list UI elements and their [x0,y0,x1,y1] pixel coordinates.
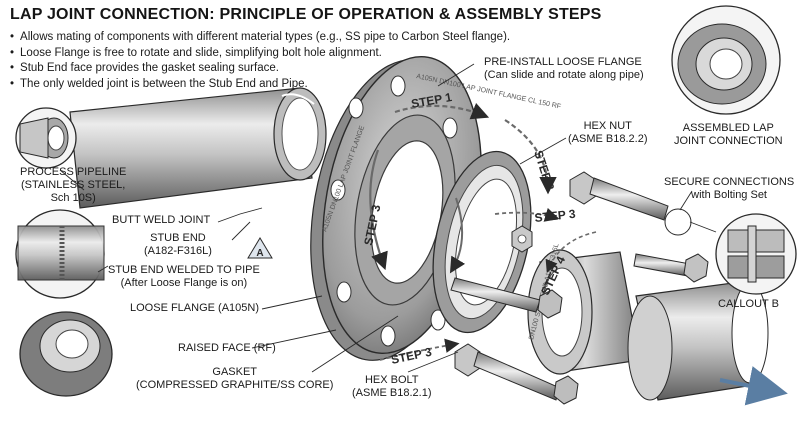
hex-nut-side [633,253,709,283]
step3c-arrow [379,338,460,361]
label-hex-nut: HEX NUT (ASME B18.2.2) [568,120,648,145]
label-hex-bolt: HEX BOLT (ASME B18.2.1) [352,374,432,399]
label-loose-flange: LOOSE FLANGE (A105N) [130,302,259,314]
right-pipe [627,281,788,406]
stub-end: DN100 STUB END A182-F316L [527,243,641,375]
detail-pipe-end [15,107,77,169]
callout-a-letter: A [256,248,263,259]
label-pre-install: PRE-INSTALL LOOSE FLANGE (Can slide and … [484,56,644,81]
page-title: LAP JOINT CONNECTION: PRINCIPLE OF OPERA… [10,6,602,23]
label-stub-welded: STUB END WELDED TO PIPE (After Loose Fla… [108,264,260,289]
label-gasket: GASKET (COMPRESSED GRAPHITE/SS CORE) [136,366,334,391]
callout-a-marker: A [247,237,273,259]
hex-bolt-lower [454,343,579,405]
gasket-rotate-arrow [449,197,466,274]
step3-rotate-arrow [369,149,388,271]
step3-label-b: STEP 3 [534,207,577,225]
label-raised-face: RAISED FACE (RF) [178,342,276,354]
hex-nut-top [511,225,533,253]
label-butt-weld: BUTT WELD JOINT [112,214,211,226]
callout-b-ring [664,208,692,236]
detail-stub-flange [19,311,113,397]
bullet-item: Stub End face provides the gasket sealin… [10,61,510,77]
detail-assembled [671,5,781,115]
label-callout-b: CALLOUT B [718,298,779,310]
label-stub-end: STUB END (A182-F316L) [144,232,212,257]
label-secure-connections: SECURE CONNECTIONS with Bolting Set [664,176,795,201]
detail-butt-weld [15,209,105,299]
key-points-list: Allows mating of components with differe… [10,30,510,92]
label-assembled: ASSEMBLED LAP JOINT CONNECTION [674,122,783,147]
label-process-pipeline: PROCESS PIPELINE (STAINLESS STEEL, Sch 1… [20,166,127,204]
bullet-item: Loose Flange is free to rotate and slide… [10,46,510,62]
bullet-item: The only welded joint is between the Stu… [10,77,510,93]
hex-bolt-middle [450,277,563,319]
step2-arrow [504,119,557,195]
hex-bolt-upper [569,171,669,221]
step3b-arrow [494,207,560,222]
bullet-item: Allows mating of components with differe… [10,30,510,46]
detail-callout-b [715,213,797,295]
step4-arrow [545,231,597,273]
step1-arrow [394,102,490,120]
